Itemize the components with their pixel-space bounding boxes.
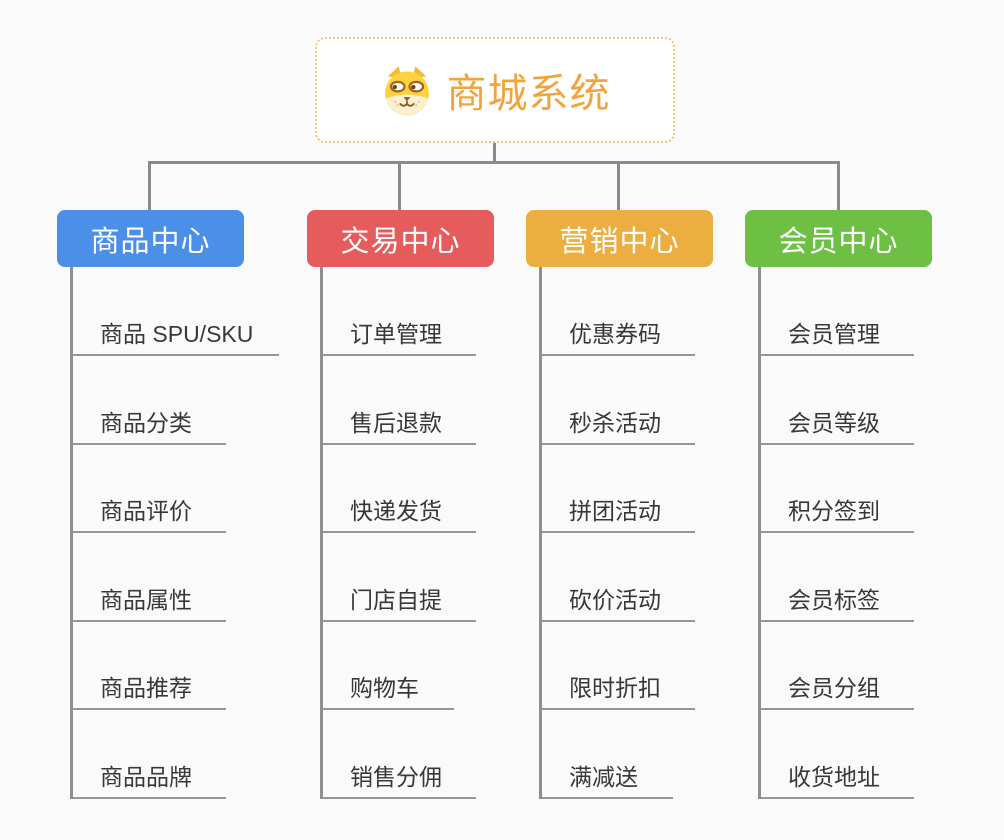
branch-member-center[interactable]: 会员中心 <box>745 210 932 267</box>
leaf-shipping-address[interactable]: 收货地址 <box>761 766 914 799</box>
connector-drop-member <box>837 161 840 210</box>
branch-product-center[interactable]: 商品中心 <box>57 210 244 267</box>
leaf-limited-time-discount[interactable]: 限时折扣 <box>542 677 695 710</box>
leaf-bargain-activity[interactable]: 砍价活动 <box>542 589 695 622</box>
connector-drop-trade <box>398 161 401 210</box>
branch-trade-children: 订单管理 售后退款 快递发货 门店自提 购物车 销售分佣 <box>320 267 563 799</box>
leaf-product-attribute[interactable]: 商品属性 <box>73 589 226 622</box>
leaf-order-management[interactable]: 订单管理 <box>323 323 476 356</box>
root-title: 商城系统 <box>446 72 611 116</box>
leaf-product-recommend[interactable]: 商品推荐 <box>73 677 226 710</box>
leaf-member-level[interactable]: 会员等级 <box>761 412 914 445</box>
connector-root-stem <box>493 143 496 163</box>
leaf-group-buy[interactable]: 拼团活动 <box>542 500 695 533</box>
leaf-flash-sale[interactable]: 秒杀活动 <box>542 412 695 445</box>
connector-drop-marketing <box>617 161 620 210</box>
leaf-product-category[interactable]: 商品分类 <box>73 412 226 445</box>
branch-marketing-center[interactable]: 营销中心 <box>526 210 713 267</box>
leaf-shopping-cart[interactable]: 购物车 <box>323 677 454 710</box>
leaf-full-reduction[interactable]: 满减送 <box>542 766 673 799</box>
dog-face-icon <box>380 63 434 117</box>
connector-horizontal-bar <box>149 161 840 164</box>
leaf-store-pickup[interactable]: 门店自提 <box>323 589 476 622</box>
branch-trade-center[interactable]: 交易中心 <box>307 210 494 267</box>
leaf-points-checkin[interactable]: 积分签到 <box>761 500 914 533</box>
leaf-member-management[interactable]: 会员管理 <box>761 323 914 356</box>
root-node[interactable]: 商城系统 <box>315 37 675 143</box>
leaf-product-spu-sku[interactable]: 商品 SPU/SKU <box>73 323 279 356</box>
branch-marketing-children: 优惠券码 秒杀活动 拼团活动 砍价活动 限时折扣 满减送 <box>539 267 782 799</box>
leaf-express-shipping[interactable]: 快递发货 <box>323 500 476 533</box>
leaf-product-brand[interactable]: 商品品牌 <box>73 766 226 799</box>
leaf-product-review[interactable]: 商品评价 <box>73 500 226 533</box>
leaf-coupon-code[interactable]: 优惠券码 <box>542 323 695 356</box>
leaf-member-group[interactable]: 会员分组 <box>761 677 914 710</box>
leaf-aftersale-refund[interactable]: 售后退款 <box>323 412 476 445</box>
branch-product-children: 商品 SPU/SKU 商品分类 商品评价 商品属性 商品推荐 商品品牌 <box>70 267 313 799</box>
leaf-member-tag[interactable]: 会员标签 <box>761 589 914 622</box>
branch-member-children: 会员管理 会员等级 积分签到 会员标签 会员分组 收货地址 <box>758 267 1001 799</box>
leaf-sales-commission[interactable]: 销售分佣 <box>323 766 476 799</box>
connector-drop-product <box>148 161 151 210</box>
